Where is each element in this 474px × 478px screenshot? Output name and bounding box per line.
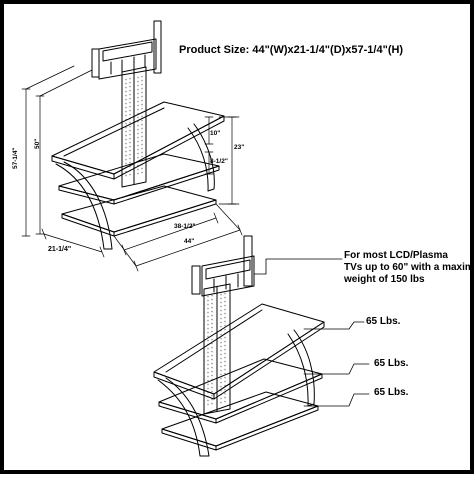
support-column [121, 66, 147, 188]
stand-with-dimensions [21, 20, 243, 272]
tv-note-line-1: For most LCD/Plasma [344, 250, 448, 261]
bottom-shelf-load: 65 Lbs. [374, 387, 409, 398]
mid-height-label: 23" [234, 144, 245, 151]
depth-label: 21-1/4" [48, 246, 72, 253]
bottom-shelf-lower [161, 391, 319, 451]
product-size-title: Product Size: 44"(W)x21-1/4"(D)x57-1/4"(… [179, 44, 404, 56]
tv-stand-line-drawing [21, 20, 370, 457]
tv-bracket-lower [191, 235, 255, 297]
support-column-lower [203, 283, 231, 415]
top-shelf-lower [153, 303, 325, 400]
width-label: 44" [184, 238, 195, 245]
tv-capacity-note: For most LCD/Plasma TVs up to 60" with a… [344, 250, 474, 286]
column-height-label: 50" [34, 138, 41, 149]
tv-note-line-3: weight of 150 lbs [344, 274, 425, 285]
overall-height-label: 57-1/4" [12, 147, 19, 169]
tv-bracket [91, 20, 162, 80]
top-shelf-load: 65 Lbs. [366, 316, 401, 327]
dimension-lines [21, 65, 243, 272]
middle-shelf [58, 153, 220, 205]
top-shelf [51, 101, 225, 180]
shelf-gap-label: 8-1/2" [210, 158, 228, 165]
middle-shelf-lower [158, 358, 323, 424]
middle-shelf-load: 65 Lbs. [374, 358, 409, 369]
inner-width-label: 38-1/2" [174, 223, 196, 230]
stand-with-loads [153, 235, 370, 457]
curved-legs-lower [157, 329, 315, 457]
callout-lines [253, 258, 370, 407]
top-gap-label: 10" [210, 130, 221, 137]
tv-note-line-2: TVs up to 60" with a maximum [344, 262, 474, 273]
